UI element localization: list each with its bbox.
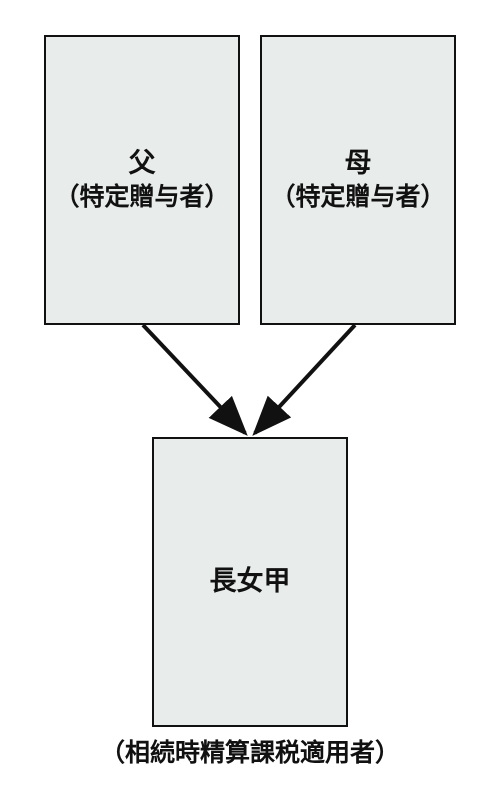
arrow-father-to-daughter — [141, 323, 248, 436]
father-name: 父 — [128, 147, 156, 179]
daughter-caption: （相続時精算課税適用者） — [99, 738, 400, 767]
father-box: 父 （特定贈与者） — [44, 35, 240, 325]
father-role: （特定贈与者） — [54, 181, 230, 211]
mother-name: 母 — [344, 147, 372, 179]
daughter-name: 長女甲 — [209, 566, 291, 598]
mother-role: （特定贈与者） — [270, 181, 446, 211]
mother-box: 母 （特定贈与者） — [260, 35, 456, 325]
arrow-mother-to-daughter — [252, 323, 357, 436]
daughter-box: 長女甲 — [152, 437, 348, 727]
